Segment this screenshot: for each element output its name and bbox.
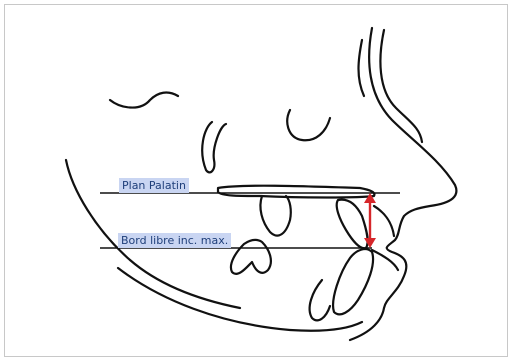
upper-incisor <box>337 200 368 249</box>
lower-incisor-root <box>310 280 330 320</box>
vertical-measurement-arrow <box>364 193 376 248</box>
lower-molar <box>231 240 271 274</box>
incisor-edge-label: Bord libre inc. max. <box>118 233 231 248</box>
maxilla-curve <box>287 110 330 140</box>
palatal-plane-label: Plan Palatin <box>119 178 189 193</box>
zygoma-curve <box>202 122 226 172</box>
palate <box>218 186 374 198</box>
nasal-line <box>380 30 422 142</box>
lower-incisor <box>333 249 373 314</box>
soft-tissue-profile <box>350 28 456 340</box>
nasal-line-2 <box>359 40 365 96</box>
lip-contour <box>374 206 394 236</box>
upper-molar <box>260 196 290 236</box>
orbit-curve <box>110 93 178 108</box>
